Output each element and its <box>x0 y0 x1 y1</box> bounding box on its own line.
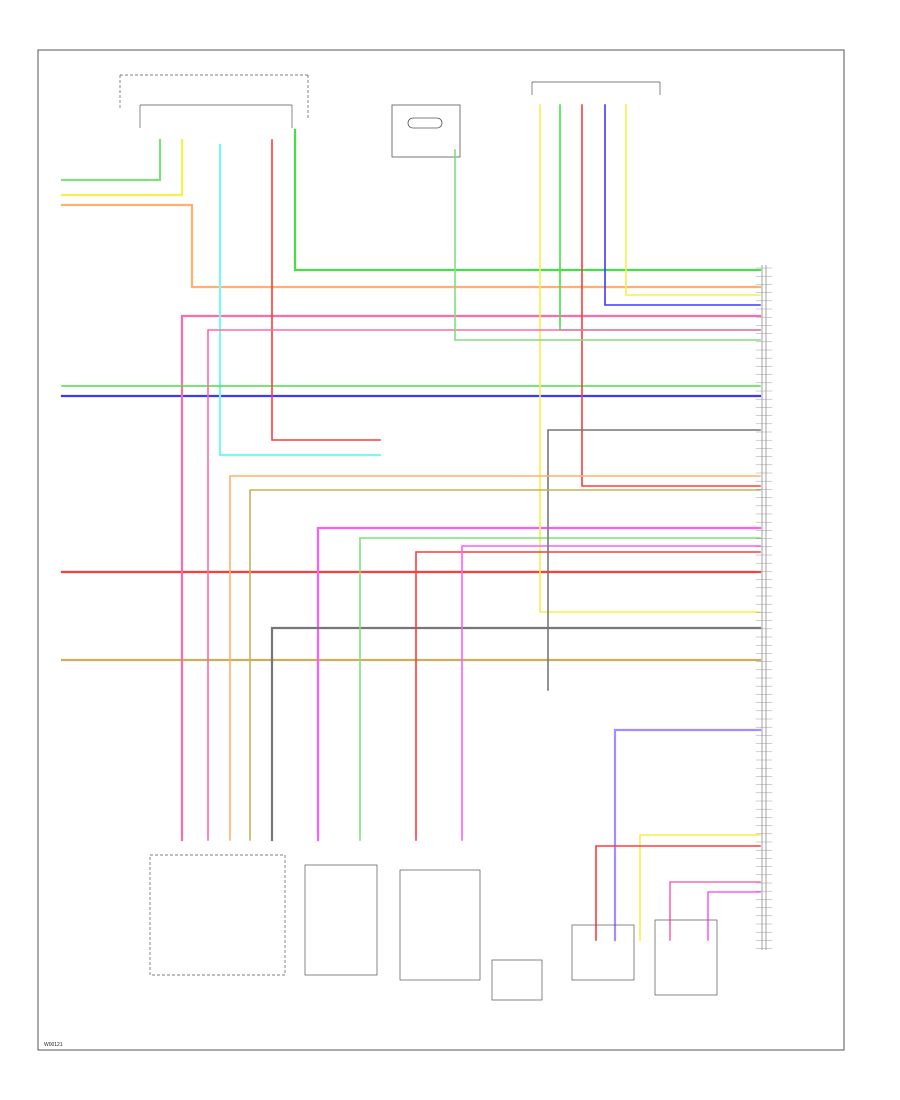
wire-violet-low <box>613 728 762 942</box>
component-rear-motor <box>654 919 718 996</box>
component-rear-switch-right <box>399 869 481 981</box>
wire-extra-10 <box>461 545 761 841</box>
diagram-frame <box>37 49 845 1051</box>
wire-extra-4 <box>581 104 761 487</box>
wire-lime-left <box>60 138 162 182</box>
figure-id: W00121 <box>44 1042 63 1048</box>
wire-extra-9 <box>359 537 761 841</box>
wire-magenta-mid <box>316 526 762 842</box>
wire-pink-left <box>180 314 762 842</box>
wire-cyan-left <box>218 143 382 457</box>
component-center-switch <box>571 924 635 981</box>
wire-extra-6 <box>625 104 761 296</box>
wire-extra-13 <box>669 881 761 941</box>
wire-extra-14 <box>707 891 761 941</box>
component-rear-switch-left <box>304 864 378 976</box>
wire-extra-5 <box>604 104 761 306</box>
wire-extra-17 <box>454 149 761 341</box>
wire-extra-1 <box>271 139 381 441</box>
wire-yellow-left <box>60 138 184 197</box>
wire-extra-8 <box>415 551 761 841</box>
wire-gray-bus <box>270 626 762 842</box>
wire-extra-15 <box>547 429 761 691</box>
wire-extra-2 <box>539 104 761 613</box>
right-main-connector <box>761 265 767 950</box>
wire-extra-12 <box>595 845 761 941</box>
top-right-connector-header <box>531 81 661 95</box>
component-ground-point <box>491 959 543 1001</box>
bottom-components <box>149 854 718 1001</box>
wire-layer <box>60 104 773 949</box>
top-left-connector-block <box>119 74 309 128</box>
wire-extra-11 <box>639 834 761 941</box>
wire-orange-top <box>60 203 762 289</box>
center-relay-box <box>391 104 461 158</box>
wire-extra-16 <box>229 475 761 841</box>
wire-extra-18 <box>249 489 761 841</box>
wire-green-top <box>293 128 762 272</box>
wire-extra-3 <box>559 104 761 331</box>
component-front-seat-module <box>149 854 286 976</box>
wire-extra-7 <box>207 329 761 841</box>
